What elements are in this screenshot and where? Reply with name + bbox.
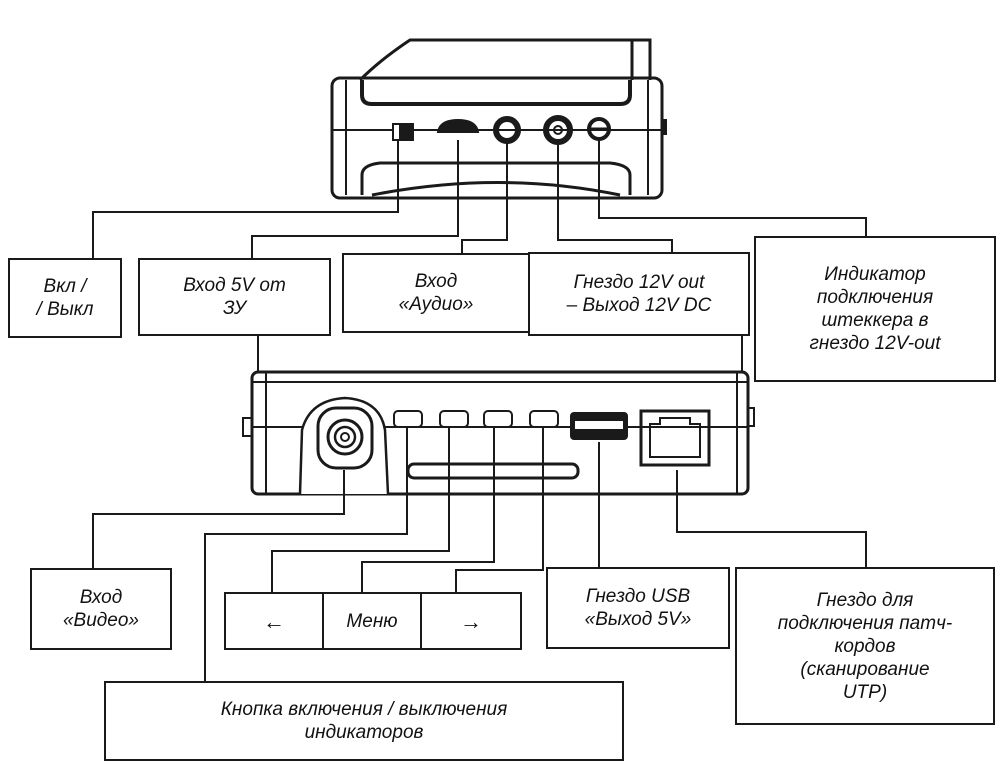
label-12v-out: Гнездо 12V out – Выход 12V DC (528, 252, 750, 336)
label-line: штеккера в (821, 310, 929, 331)
label-line: «Видео» (62, 610, 139, 631)
label-line: Вход 5V от (183, 275, 286, 296)
label-line: Индикатор (824, 264, 926, 285)
label-plug-indicator: Индикатор подключения штеккера в гнездо … (754, 236, 996, 382)
label-line: (сканирование (800, 658, 930, 680)
device-top-view (330, 38, 667, 200)
top-port-switch (392, 123, 414, 141)
label-charger-input: Вход 5V от ЗУ (138, 258, 331, 336)
label-patch-cord-port: Гнездо для подключения патч- кордов (ска… (735, 567, 995, 725)
device-front-view (242, 335, 755, 496)
top-port-microusb (436, 118, 480, 133)
label-line: ЗУ (223, 298, 246, 319)
top-port-audio (493, 116, 521, 144)
label-line: гнездо 12V-out (809, 333, 941, 354)
button-left-arrow: ← (224, 592, 324, 650)
button-right-arrow: → (420, 592, 522, 650)
right-arrow-icon: → (460, 608, 482, 634)
label-video-input: Вход «Видео» (30, 568, 172, 650)
button-menu: Меню (322, 592, 422, 650)
label-line: Вход (414, 271, 458, 292)
label-line: подключения патч- (777, 612, 953, 634)
label-line: Вкл / (43, 276, 87, 297)
label-line: Гнездо USB (585, 586, 691, 607)
label-line: Вход (79, 587, 123, 608)
label-usb-output: Гнездо USB «Выход 5V» (546, 567, 730, 649)
label-line: UTP) (842, 681, 888, 703)
label-line: Кнопка включения / выключения (220, 699, 508, 720)
label-indicator-toggle: Кнопка включения / выключения индикаторо… (104, 681, 624, 761)
label-line: / Выкл (36, 299, 94, 320)
label-line: подключения (816, 287, 934, 308)
top-indicator-led (587, 117, 611, 141)
label-line: «Аудио» (398, 294, 474, 315)
label-audio-input: Вход «Аудио» (342, 253, 530, 333)
label-line: Гнездо для (816, 589, 914, 611)
label-line: «Выход 5V» (584, 609, 692, 630)
label-line: – Выход 12V DC (566, 295, 712, 316)
label-power-switch: Вкл / / Выкл (8, 258, 122, 338)
left-arrow-icon: ← (263, 608, 285, 634)
label-line: кордов (834, 635, 896, 657)
label-line: Гнездо 12V out (573, 272, 705, 293)
menu-label: Меню (346, 610, 398, 632)
label-line: индикаторов (304, 722, 424, 743)
